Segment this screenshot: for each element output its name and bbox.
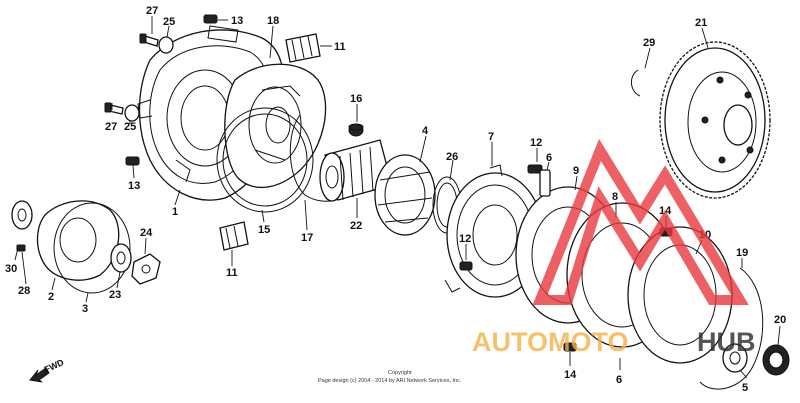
part-5-bearing (722, 343, 748, 373)
part-28-pin (16, 244, 26, 252)
part-27-bolt-lower (104, 102, 124, 115)
callout-15: 15 (258, 224, 270, 236)
part-23-washer (110, 243, 132, 273)
part-14-damper-bottom (563, 342, 577, 352)
watermark-logo: AUTOMOTO HUB (472, 138, 756, 357)
part-29-clip (631, 69, 641, 97)
copyright-line-2: Page design (c) 2004 - 2014 by ARI Netwo… (318, 378, 462, 384)
callout-17: 17 (301, 232, 313, 244)
callout-6-upper: 6 (546, 152, 552, 164)
callout-19: 19 (736, 247, 748, 259)
callout-11-upper: 11 (334, 41, 346, 53)
part-25-washer-upper (158, 36, 174, 54)
fwd-label: FWD (43, 357, 66, 375)
fwd-direction-indicator: FWD (29, 357, 66, 383)
callout-8: 8 (612, 191, 618, 203)
part-13-damper-upper (203, 14, 218, 24)
copyright-line-1: Copyright (388, 370, 412, 376)
part-18-clutch-basket (224, 63, 327, 189)
part-13-damper-left (125, 156, 140, 166)
callout-23: 23 (109, 289, 121, 301)
callout-13-lower: 13 (128, 180, 140, 192)
part-20-seal (762, 344, 790, 376)
watermark-text-orange: AUTOMOTO (472, 327, 629, 357)
part-12-damper-mid (527, 164, 543, 174)
callout-5: 5 (742, 382, 748, 394)
callout-30: 30 (5, 263, 17, 275)
part-25-washer-lower (124, 104, 140, 122)
callout-4: 4 (422, 125, 429, 137)
leader-lines (14, 16, 781, 379)
callout-26: 26 (446, 151, 458, 163)
callout-1: 1 (172, 206, 178, 218)
callout-14-bottom: 14 (564, 369, 577, 381)
callout-9: 9 (573, 165, 579, 177)
part-11-spring-upper (285, 33, 321, 63)
part-24-lock-plate (131, 253, 161, 285)
callout-16: 16 (350, 93, 362, 105)
callout-6-bottom: 6 (616, 374, 622, 386)
callout-25-lower: 25 (124, 121, 136, 133)
part-21-primary-gear (659, 41, 771, 199)
callout-18: 18 (267, 15, 279, 27)
part-6-spring-mid (539, 169, 551, 197)
callout-13-upper: 13 (231, 15, 243, 27)
callout-20: 20 (774, 314, 786, 326)
part-12-damper-low (459, 261, 473, 271)
callout-21: 21 (695, 17, 707, 29)
callout-29: 29 (643, 37, 655, 49)
part-15-retainer (216, 107, 314, 213)
callout-27-lower: 27 (105, 121, 117, 133)
callout-22: 22 (350, 220, 362, 232)
callout-14-right: 14 (659, 205, 672, 217)
callout-25-upper: 25 (163, 16, 175, 28)
part-11-spring-lower (219, 221, 249, 251)
callout-labels: 27 25 13 18 11 29 21 16 4 7 12 6 9 27 25… (5, 5, 786, 394)
callout-24: 24 (140, 227, 153, 239)
part-27-bolt-upper (139, 33, 159, 47)
part-4-clutch-center (374, 154, 436, 236)
watermark-text-dark: HUB (697, 327, 756, 357)
callout-12-upper: 12 (530, 137, 542, 149)
copyright-notice: Copyright Page design (c) 2004 - 2014 by… (318, 370, 462, 384)
callout-12-lower: 12 (459, 233, 471, 245)
fwd-arrow-icon (29, 367, 50, 383)
callout-11-lower: 11 (226, 267, 238, 279)
callout-28: 28 (18, 285, 30, 297)
part-19-snap-ring (699, 267, 764, 390)
watermark-mountain-icon (532, 138, 749, 305)
callout-27-upper: 27 (146, 5, 158, 17)
part-3-gasket (53, 202, 131, 294)
part-2-cover (36, 200, 120, 281)
part-30-bearing (11, 200, 33, 230)
callout-2: 2 (48, 291, 54, 303)
part-16-cap (348, 123, 364, 137)
callout-7: 7 (488, 131, 494, 143)
callout-3: 3 (82, 303, 88, 315)
